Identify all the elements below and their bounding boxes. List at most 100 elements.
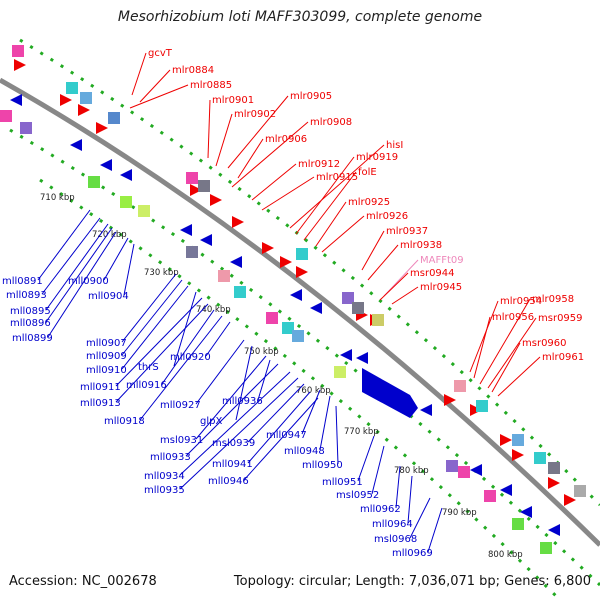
forward-gene-arrow [14,59,26,71]
large-reverse-gene [362,368,418,418]
reverse-gene-label: mll0969 [392,548,433,559]
forward-leader [473,316,491,379]
reverse-gene-label: mll0904 [88,291,129,302]
reverse-leader [37,209,91,281]
forward-leader [261,176,315,211]
reverse-leader [247,391,311,464]
accession-label: Accession: NC_002678 [9,574,157,589]
forward-gene-label: mlr0926 [366,211,408,222]
reverse-leader [121,279,183,356]
reverse-gene-label: mll0920 [170,352,211,363]
forward-leader [129,84,189,109]
reverse-gene-label: msl0939 [212,438,255,449]
forward-leader [215,113,233,167]
scale-label: 730 kbp [144,268,179,278]
forward-leader [139,69,171,103]
forward-gene-arrow [190,184,202,196]
reverse-leader [427,507,443,553]
forward-leader [497,356,541,397]
reverse-leader [205,321,231,357]
feature-box [372,314,384,326]
reverse-gene-label: mll0962 [360,504,401,515]
forward-gene-label: msr0960 [522,338,567,349]
forward-leader [231,121,309,188]
feature-box [476,400,488,412]
forward-gene-label: mlr0956 [492,312,534,323]
topology-info: Topology: circular; Length: 7,036,071 bp… [233,574,591,589]
scale-label: 800 kbp [488,550,523,560]
forward-leader [479,298,531,385]
feature-box [296,248,308,260]
forward-gene-label: mlr0925 [348,197,390,208]
forward-gene-arrow [512,449,524,461]
forward-gene-arrow [500,434,512,446]
reverse-leader [185,363,279,457]
reverse-leader [335,405,339,465]
reverse-leader [257,359,271,401]
reverse-gene-label: mll0893 [6,290,47,301]
reverse-gene-label: mll0907 [86,338,127,349]
forward-gene-label: mlr0906 [265,134,307,145]
reverse-gene-label: mll0911 [80,382,121,393]
forward-leader [207,99,211,159]
scale-label: 720 kbp [92,230,127,240]
feature-box [484,490,496,502]
reverse-gene-label: mll0910 [86,365,127,376]
reverse-gene-arrow [356,352,368,364]
forward-gene-label: msr0959 [538,313,583,324]
reverse-gene-arrow [70,139,82,151]
reverse-gene-arrow [230,256,242,268]
reverse-gene-label: mll0936 [222,396,263,407]
reverse-gene-arrow [470,464,482,476]
feature-box [446,460,458,472]
reverse-gene-arrow [310,302,322,314]
forward-leader [315,201,347,247]
feature-box [108,112,120,124]
scale-label: 770 kbp [344,427,379,437]
forward-gene-label: mlr0937 [386,226,428,237]
reverse-leader [195,339,245,405]
forward-gene-label: mlr0908 [310,117,352,128]
reverse-gene-label: msl0968 [374,534,417,545]
reverse-gene-label: mll0895 [10,306,51,317]
reverse-leader [179,371,291,476]
reverse-gene-label: mll0891 [2,276,43,287]
reverse-gene-arrow [200,234,212,246]
reverse-leader [395,465,401,509]
forward-gene-label: mlr0938 [400,240,442,251]
scale-label: 780 kbp [394,466,429,476]
forward-gene-label: mlr0919 [356,152,398,163]
reverse-gene-label: mll0941 [212,459,253,470]
feature-box [574,485,586,497]
feature-box [120,196,132,208]
reverse-gene-arrow [548,524,560,536]
forward-leader [361,230,385,271]
feature-box [266,312,278,324]
reverse-gene-label: mll0946 [208,476,249,487]
reverse-gene-arrow [120,169,132,181]
reverse-gene-label: mll0918 [104,416,145,427]
scale-label: 760 kbp [296,386,331,396]
reverse-gene-label: mll0927 [160,400,201,411]
reverse-gene-label: mll0948 [284,446,325,457]
forward-leader [379,272,409,301]
reverse-gene-arrow [420,404,432,416]
feature-box [186,246,198,258]
feature-box [534,452,546,464]
reverse-gene-arrow [10,94,22,106]
scale-label: 790 kbp [442,508,477,518]
reverse-gene-label: mll0964 [372,519,413,530]
reverse-gene-arrow [520,506,532,518]
feature-box [20,122,32,134]
reverse-leader [115,297,203,387]
reverse-leader [123,243,135,296]
reverse-leader [407,475,413,524]
feature-box [548,462,560,474]
forward-gene-arrow [78,104,90,116]
forward-gene-arrow [262,242,274,254]
forward-gene-label: mlr0945 [420,282,462,293]
feature-box [352,302,364,314]
reverse-gene-label: mll0951 [322,477,363,488]
scale-label: 740 kbp [196,305,231,315]
